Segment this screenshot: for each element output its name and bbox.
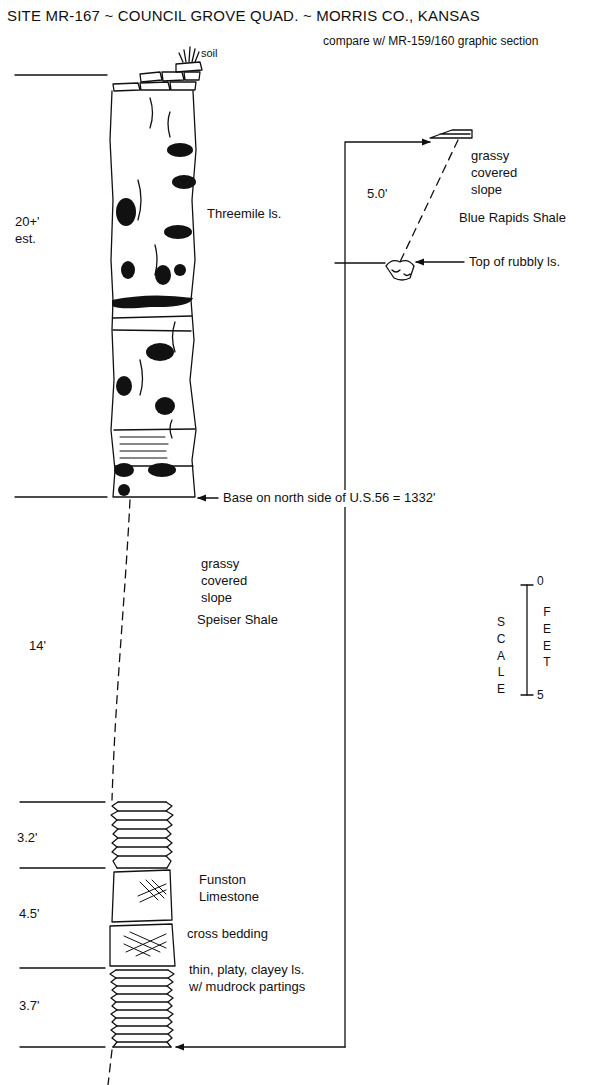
callout-label: Top of rubbly ls.: [468, 254, 561, 271]
correlation-bracket: [345, 142, 430, 1047]
unit-tick: [20, 801, 105, 802]
scale-value: 5: [536, 688, 545, 704]
leader-arrow: [416, 261, 464, 262]
unit-tick: [20, 967, 105, 968]
page-title: SITE MR-167 ~ COUNCIL GROVE QUAD. ~ MORR…: [6, 6, 481, 26]
scale-unit: FEET: [540, 604, 554, 671]
thickness-label: 3.2': [16, 830, 39, 847]
funston-column: [110, 802, 175, 1047]
blue-rapids-section: [386, 130, 472, 280]
unit-description: thin, platy, clayey ls. w/ mudrock parti…: [188, 962, 320, 996]
covered-slope-trace: [112, 500, 130, 800]
unit-label: soil: [200, 46, 219, 60]
feature-label: cross bedding: [186, 926, 269, 943]
scale-value: 0: [536, 574, 545, 590]
leader-arrow: [198, 497, 218, 498]
thickness-label: 20+' est.: [14, 214, 52, 248]
scale-title: SCALE: [494, 614, 508, 698]
unit-tick: [20, 1046, 105, 1047]
unit-name: Speiser Shale: [196, 612, 279, 629]
thickness-label: 3.7': [18, 998, 41, 1015]
thickness-label: 14': [28, 638, 47, 655]
scale-bar: [521, 585, 533, 695]
unit-name: Threemile ls.: [206, 206, 288, 223]
covered-slope-trace: [108, 1050, 112, 1085]
unit-tick: [15, 74, 107, 75]
thickness-label: 4.5': [18, 906, 41, 923]
unit-name: Funston Limestone: [198, 872, 275, 906]
unit-description: grassy covered slope: [200, 556, 260, 607]
unit-tick: [20, 867, 105, 868]
unit-description: grassy covered slope: [470, 148, 530, 199]
correlation-bracket: [176, 1046, 345, 1047]
unit-name: Blue Rapids Shale: [458, 210, 567, 227]
note: compare w/ MR-159/160 graphic section: [322, 34, 539, 50]
soil-cap: [113, 47, 202, 91]
callout-label: Base on north side of U.S.56 = 1332': [222, 490, 436, 507]
thickness-label: 5.0': [366, 186, 389, 203]
threemile-column: [110, 91, 196, 497]
unit-tick: [15, 496, 107, 497]
unit-tick: [335, 262, 385, 263]
